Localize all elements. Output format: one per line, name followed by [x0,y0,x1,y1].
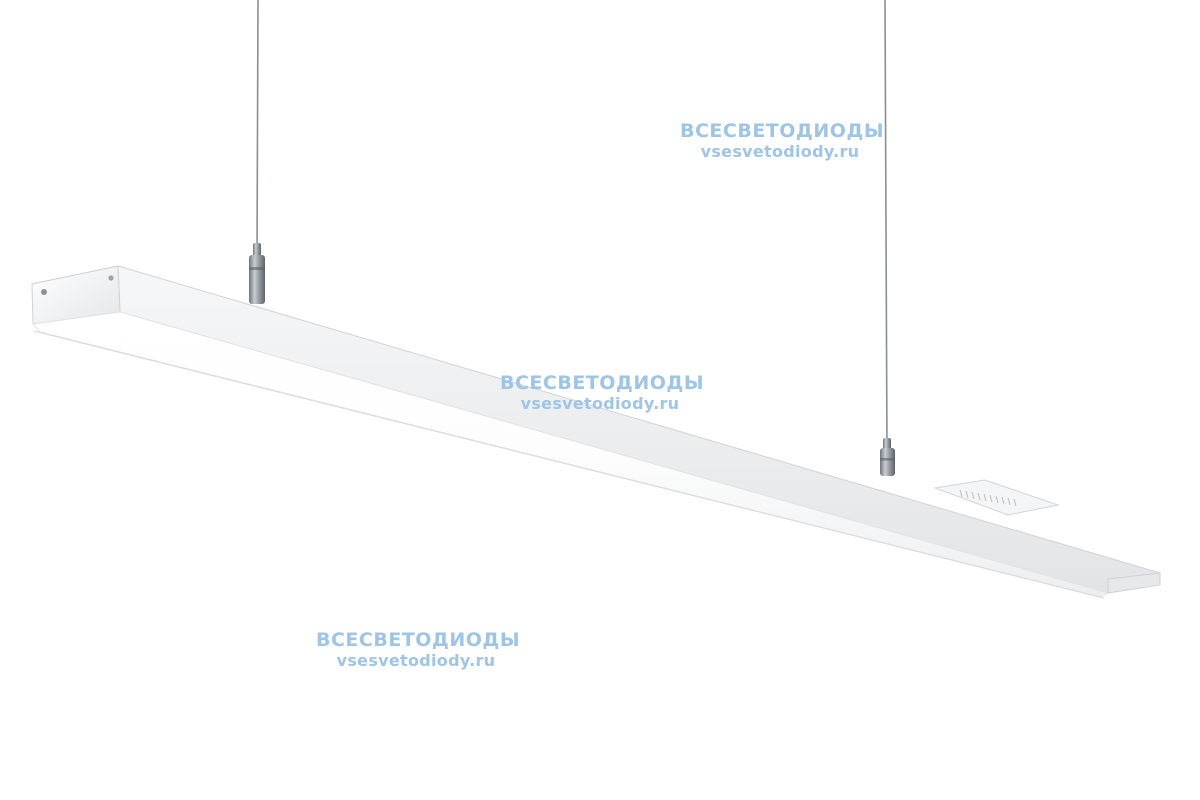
watermark: ВСЕСВЕТОДИОДЫ vsesvetodiody.ru [316,629,521,670]
luminaire-far-end [1107,572,1161,594]
watermark-brand: ВСЕСВЕТОДИОДЫ [500,372,705,394]
watermark-brand: ВСЕСВЕТОДИОДЫ [316,629,521,651]
left-cable-fitting [249,243,265,304]
watermark-url: vsesvetodiody.ru [700,141,860,161]
luminaire-diffuser [32,311,1110,598]
end-cap-screw [108,275,114,281]
end-cap-screw [41,289,47,295]
watermark: ВСЕСВЕТОДИОДЫ vsesvetodiody.ru [680,120,885,161]
watermark: ВСЕСВЕТОДИОДЫ vsesvetodiody.ru [500,372,705,413]
luminaire-side-face [117,265,1162,594]
driver-heatsink [933,479,1060,516]
right-suspension-cable [884,0,888,453]
watermark-url: vsesvetodiody.ru [520,393,680,413]
right-cable-fitting [880,438,895,476]
watermark-url: vsesvetodiody.ru [336,650,496,670]
watermark-brand: ВСЕСВЕТОДИОДЫ [680,120,885,142]
left-suspension-cable [256,0,259,259]
